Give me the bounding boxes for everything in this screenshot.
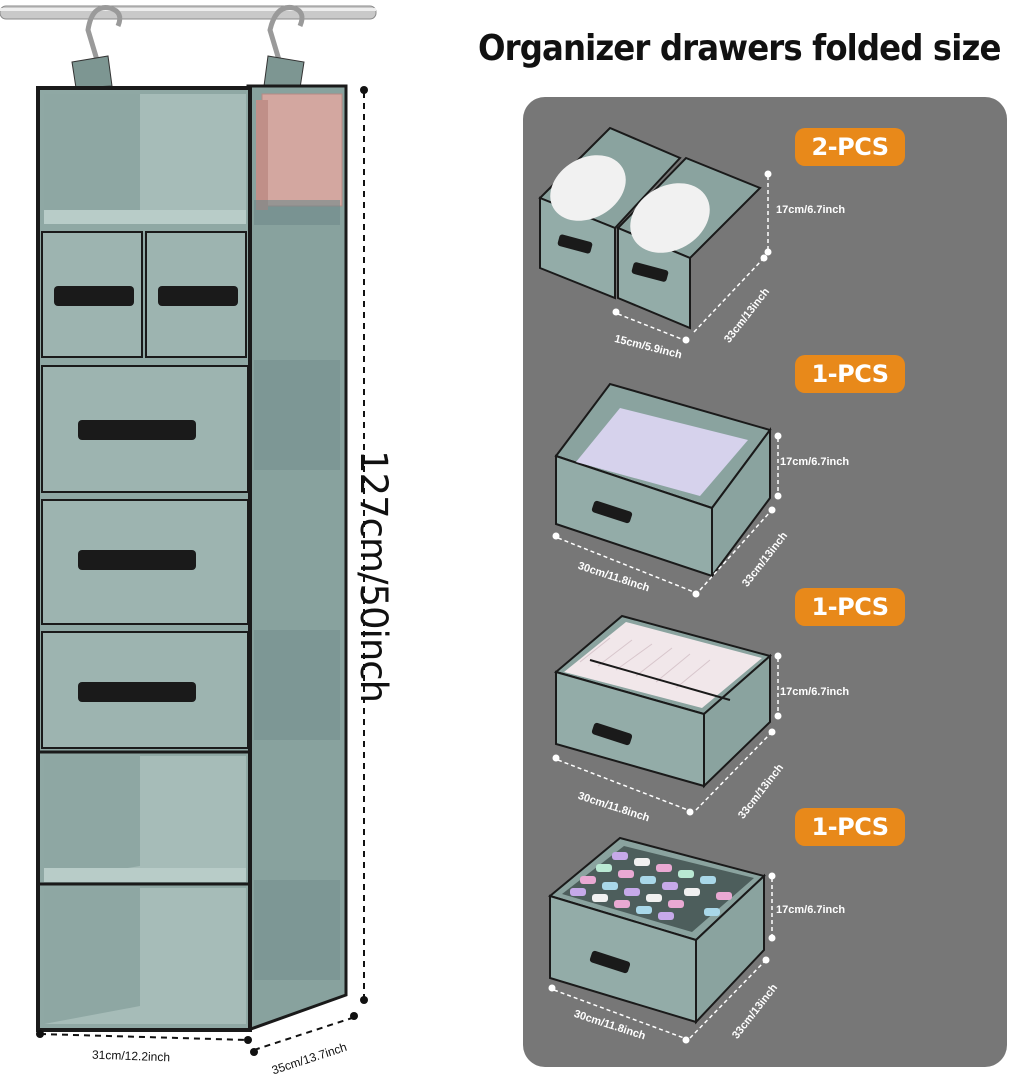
drawer-single-image (552, 382, 782, 598)
drawer-count-badge: 1-PCS (795, 808, 905, 846)
organizer-height-label: 127cm/50inch (352, 450, 395, 703)
drawer-height-label: 17cm/6.7inch (780, 456, 850, 468)
drawer-height-label: 17cm/6.7inch (776, 204, 846, 216)
organizer-width-label: 31cm/12.2inch (91, 1047, 171, 1065)
drawer-count-badge: 1-PCS (795, 588, 905, 626)
drawer-pair-image (538, 126, 772, 344)
drawer-single-image (552, 614, 782, 816)
drawer-height-label: 17cm/6.7inch (780, 686, 850, 698)
drawer-single-image (547, 836, 776, 1044)
hanging-organizer-image (0, 4, 377, 1056)
drawer-height-label: 17cm/6.7inch (776, 904, 846, 916)
drawer-count-badge: 1-PCS (795, 355, 905, 393)
drawer-count-badge: 2-PCS (795, 128, 905, 166)
page-title: Organizer drawers folded size (478, 28, 1001, 69)
